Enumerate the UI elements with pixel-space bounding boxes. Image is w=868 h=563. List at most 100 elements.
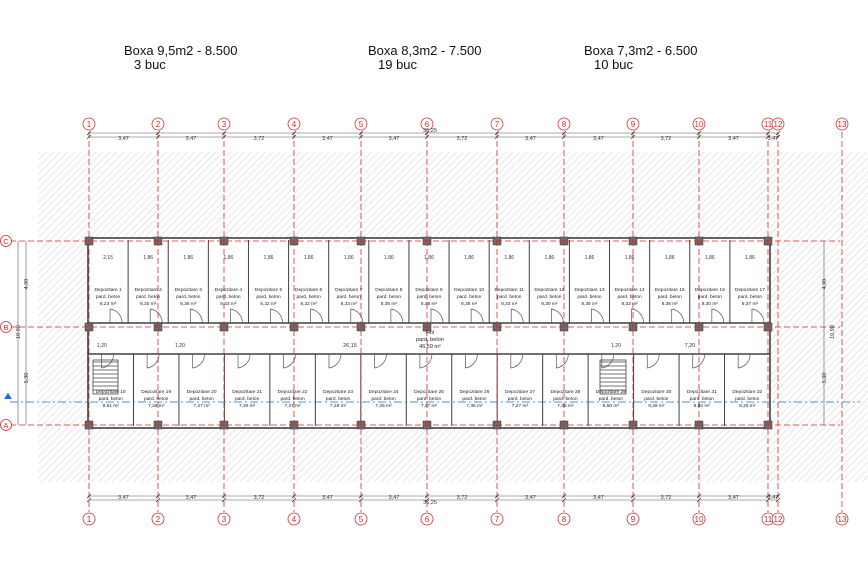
unit-area: 7,27 m² (194, 403, 211, 409)
box-width-label: 1,86 (183, 255, 193, 261)
dim-tick (155, 493, 161, 499)
unit-name: Depozitare 3 (175, 287, 203, 293)
label-layer: 3,473,473,473,473,723,723,473,473,473,47… (16, 128, 836, 506)
door-swing (555, 353, 569, 369)
door-swing (230, 308, 243, 324)
dim-label: 10,90 (830, 325, 836, 339)
dim-label: 4,90 (24, 279, 30, 290)
unit-area: 9,61 m² (103, 403, 120, 409)
dim-tick (630, 130, 636, 136)
header-box-8-3-title: Boxa 8,3m2 - 7.500 (368, 43, 482, 58)
grid-label: 1 (87, 120, 92, 129)
door-swing (692, 353, 706, 369)
unit-area: 8,33 m² (621, 301, 638, 307)
grid-bubble (626, 117, 640, 131)
stair-outline (92, 359, 119, 395)
unit-name: Depozitare 10 (454, 287, 484, 293)
unit-area: 8,30 m² (541, 301, 558, 307)
header-box-9-5-title: Boxa 9,5m2 - 8.500 (124, 43, 238, 58)
grid-bubble (287, 117, 301, 131)
unit-name: Depozitare 15 (655, 287, 685, 293)
dim-tick (358, 497, 364, 503)
unit-floor: pard. beton (690, 396, 715, 402)
grid-label: 2 (156, 515, 161, 524)
dim-tick (775, 130, 781, 136)
unit-floor: pard. beton (577, 294, 602, 300)
box-width-label: 2,15 (103, 255, 113, 261)
dim-label: 3,47 (118, 495, 129, 501)
grid-label: B (3, 323, 8, 332)
box-width-label: 1,86 (705, 255, 715, 261)
grid-label: 8 (562, 515, 567, 524)
dim-tick (358, 493, 364, 499)
unit-area: 8,30 m² (140, 301, 157, 307)
dim-label: 3,47 (186, 495, 197, 501)
unit-name: Depozitare 26 (460, 389, 490, 395)
dim-tick (221, 497, 227, 503)
dim-tick (696, 134, 702, 140)
unit-area: 7,36 m² (466, 403, 483, 409)
level-marker-icon (4, 393, 12, 399)
dim-label: 3,47 (186, 136, 197, 142)
unit-floor: pard. beton (256, 294, 281, 300)
box-width-label: 1,86 (745, 255, 755, 261)
dim-tick (775, 134, 781, 140)
header-box-8-3: Boxa 8,3m2 - 7.500 19 buc (368, 44, 481, 72)
grid-bubble (217, 512, 231, 526)
dim-label: 3,47 (593, 136, 604, 142)
unit-name: Depozitare 16 (695, 287, 725, 293)
dim-label: 5,30 (24, 373, 30, 384)
grid-bubble (0, 419, 12, 431)
unit-name: Depozitare 1 (94, 287, 122, 293)
door-swing (751, 308, 765, 324)
dim-tick (696, 130, 702, 136)
dim-tick (775, 493, 781, 499)
box-width-label: 1,86 (544, 255, 554, 261)
grid-bubble (354, 512, 368, 526)
box-width-label: 1,86 (464, 255, 474, 261)
grid-bubble (420, 512, 434, 526)
grid-bubble (771, 512, 785, 526)
dimension-layer (17, 130, 825, 503)
door-swing (374, 353, 387, 369)
unit-area: 8,38 m² (381, 301, 398, 307)
unit-name: Depozitare 24 (369, 389, 399, 395)
box-width-label: 1,86 (384, 255, 394, 261)
box-width-label: 1,86 (585, 255, 595, 261)
unit-floor: pard. beton (457, 294, 482, 300)
door-swing (646, 353, 660, 369)
unit-name: Depozitare 32 (732, 389, 762, 395)
dim-label: 3,72 (254, 495, 265, 501)
grid-label: 4 (292, 515, 297, 524)
unit-name: Depozitare 30 (641, 389, 671, 395)
dim-label: 3,72 (254, 136, 265, 142)
unit-name: Depozitare 5 (255, 287, 283, 293)
unit-name: Depozitare 29 (596, 389, 626, 395)
header-box-7-3-count: 10 buc (594, 57, 634, 72)
unit-name: Depozitare 31 (687, 389, 717, 395)
unit-area: 8,38 m² (662, 301, 679, 307)
grid-label: 10 (695, 120, 704, 129)
unit-name: Depozitare 25 (414, 389, 444, 395)
door-swing (510, 308, 524, 324)
dim-tick (561, 134, 567, 140)
dim-label: 3,72 (661, 495, 672, 501)
door-swing (390, 308, 404, 324)
dim-tick (561, 497, 567, 503)
unit-name: Depozitare 6 (295, 287, 323, 293)
dim-tick (630, 497, 636, 503)
dim-label: 4,90 (822, 279, 828, 290)
unit-area: 8,32 m² (301, 301, 318, 307)
unit-floor: pard. beton (537, 294, 562, 300)
dim-tick (155, 130, 161, 136)
unit-area: 8,33 m² (220, 301, 237, 307)
grid-bubble (557, 512, 571, 526)
grid-bubble (0, 321, 12, 333)
grid-label: 3 (222, 120, 227, 129)
dim-tick (221, 130, 227, 136)
header-box-8-3-count: 19 buc (378, 57, 418, 72)
grid-bubble (420, 117, 434, 131)
dim-label: 3,72 (457, 136, 468, 142)
grid-bubble (692, 512, 706, 526)
unit-floor: pard. beton (553, 396, 578, 402)
